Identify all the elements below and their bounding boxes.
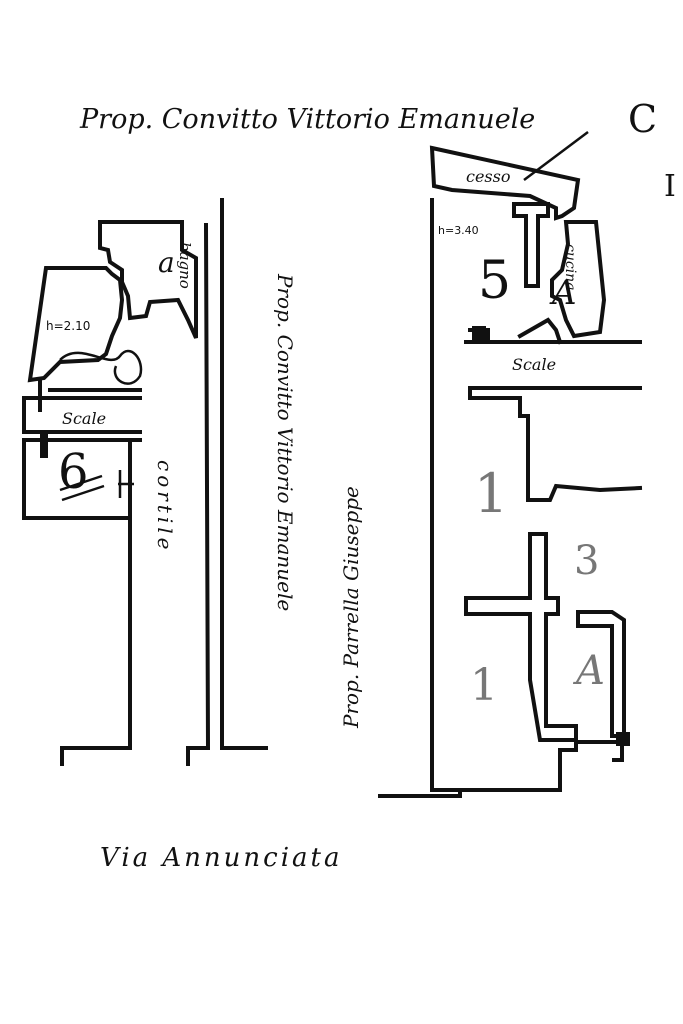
- corner-block: [616, 732, 630, 746]
- room-a-lower-letter: a: [158, 246, 175, 279]
- rooms-3-1-divider: [464, 532, 578, 742]
- edge-letter-i: I: [664, 169, 676, 204]
- room-5-height: h=3.40: [438, 224, 479, 237]
- right-street-wall: [378, 788, 462, 798]
- cesso-label: cesso: [466, 167, 510, 186]
- room-5-number: 5: [478, 251, 511, 311]
- stair-block: [472, 326, 486, 342]
- cucina-wall: [550, 220, 607, 339]
- door-mark: [40, 432, 48, 458]
- room-a-top-letter: A: [549, 273, 577, 313]
- corner-letter-c: C: [628, 97, 657, 141]
- right-building: [378, 131, 643, 798]
- left-building: [22, 220, 198, 766]
- room-a-bottom-letter: A: [572, 648, 605, 694]
- cortile-left-wall: [186, 222, 211, 766]
- scale-left-label: Scale: [62, 409, 106, 428]
- room-6-wall: [22, 438, 132, 750]
- street-name-label: Via Annunciata: [100, 843, 342, 873]
- cortile-right-wall: [220, 198, 268, 750]
- right-stairs-band: [464, 340, 642, 390]
- left-street-front: [60, 746, 132, 766]
- top-owner-label: Prop. Convitto Vittorio Emanuele: [79, 104, 535, 135]
- room-5-t-wall: [512, 202, 550, 288]
- cortile-label: cortile: [153, 460, 177, 553]
- room-6-hatch: [59, 470, 134, 502]
- cesso-wall: [429, 145, 581, 221]
- room-1-top-wall: [468, 386, 643, 502]
- bagno-wall: [98, 220, 198, 339]
- left-small-room-wall: [27, 266, 125, 383]
- cucina-label: cucina: [562, 244, 578, 291]
- cortile-walls: [186, 198, 268, 766]
- room-1-bottom-number: 1: [470, 660, 498, 711]
- room-1-top-number: 1: [474, 462, 508, 525]
- bagno-label: bagno: [176, 242, 194, 289]
- parrella-vertical-label: Prop. Parrella Giuseppe: [339, 486, 363, 729]
- room-3-number: 3: [574, 538, 599, 584]
- stair-squiggle: [59, 349, 143, 385]
- room-6-number: 6: [58, 444, 89, 500]
- owner-vertical-label: Prop. Convitto Vittorio Emanuele: [273, 273, 297, 611]
- cesso-leader-line: [523, 131, 589, 181]
- left-room-height: h=2.10: [46, 319, 90, 333]
- left-stairs-band: [22, 378, 142, 442]
- scale-right-label: Scale: [512, 355, 556, 374]
- right-outer-wall: [430, 198, 624, 792]
